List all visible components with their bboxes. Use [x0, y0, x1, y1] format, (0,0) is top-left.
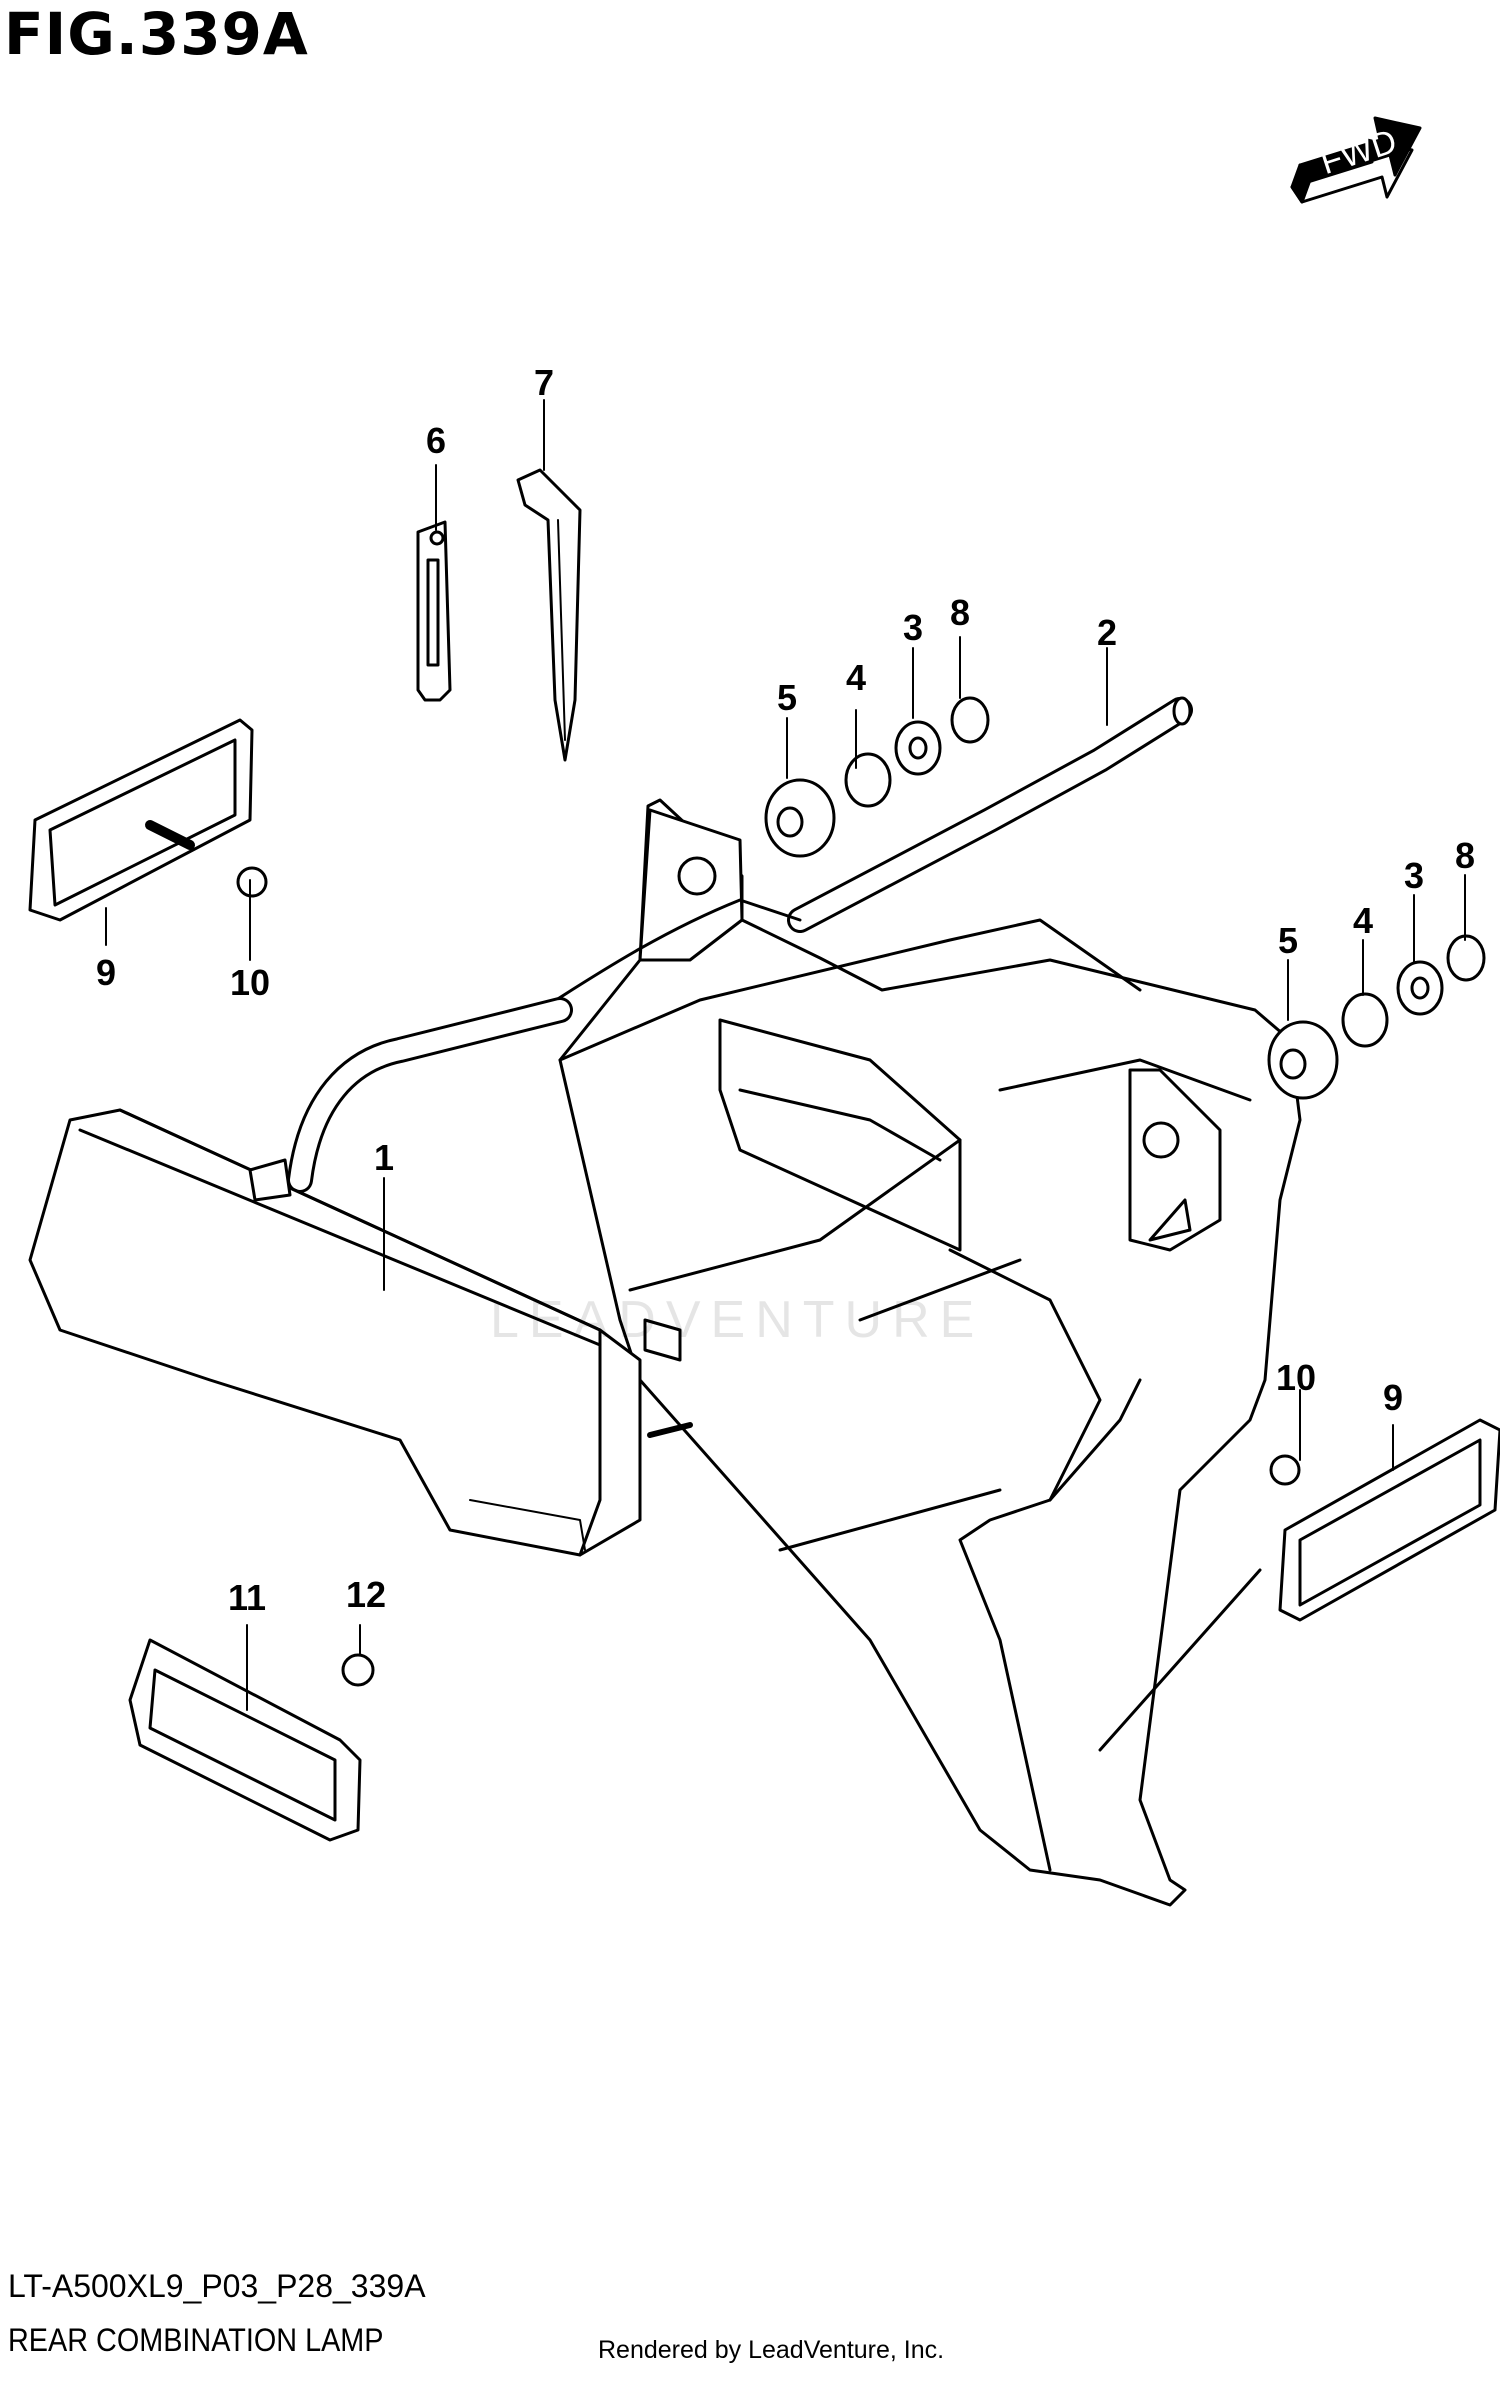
- callout-10[interactable]: 10: [1275, 1357, 1317, 1398]
- callout-5[interactable]: 5: [1277, 920, 1299, 961]
- wire-harness: [287, 696, 1193, 1193]
- rear-fender-bracket: [558, 798, 1302, 1907]
- callout-10[interactable]: 10: [229, 962, 271, 1003]
- figure-caption: REAR COMBINATION LAMP: [8, 2322, 384, 2358]
- clamp-part: [416, 520, 452, 702]
- callout-5[interactable]: 5: [776, 677, 798, 718]
- side-reflector-left: [28, 718, 268, 922]
- callout-2[interactable]: 2: [1096, 612, 1118, 653]
- model-code: LT-A500XL9_P03_P28_339A: [8, 2268, 426, 2304]
- rear-reflector: [128, 1638, 375, 1842]
- figure-title: FIG.339A: [4, 0, 309, 68]
- render-credit: Rendered by LeadVenture, Inc.: [598, 2336, 945, 2364]
- leader-lines: [105, 399, 1466, 1711]
- grommet-set-right: [1267, 934, 1486, 1100]
- fwd-arrow-icon: [1290, 116, 1422, 204]
- cable-tie: [516, 468, 582, 762]
- callout-7[interactable]: 7: [533, 362, 555, 403]
- rear-combination-lamp: [28, 1108, 693, 1557]
- callout-9[interactable]: 9: [1382, 1377, 1404, 1418]
- watermark: LEADVENTURE: [490, 1291, 985, 1349]
- callout-8[interactable]: 8: [1454, 835, 1476, 876]
- side-reflector-right: [1269, 1418, 1500, 1622]
- callout-3[interactable]: 3: [1403, 855, 1425, 896]
- callout-4[interactable]: 4: [1352, 900, 1374, 941]
- callout-4[interactable]: 4: [845, 657, 867, 698]
- callout-12[interactable]: 12: [345, 1574, 387, 1615]
- callout-8[interactable]: 8: [949, 592, 971, 633]
- callout-11[interactable]: 11: [227, 1577, 267, 1618]
- callout-9[interactable]: 9: [95, 952, 117, 993]
- callout-6[interactable]: 6: [425, 420, 447, 461]
- callout-1[interactable]: 1: [373, 1137, 395, 1178]
- grommet-set-left: [764, 696, 990, 858]
- callout-3[interactable]: 3: [902, 607, 924, 648]
